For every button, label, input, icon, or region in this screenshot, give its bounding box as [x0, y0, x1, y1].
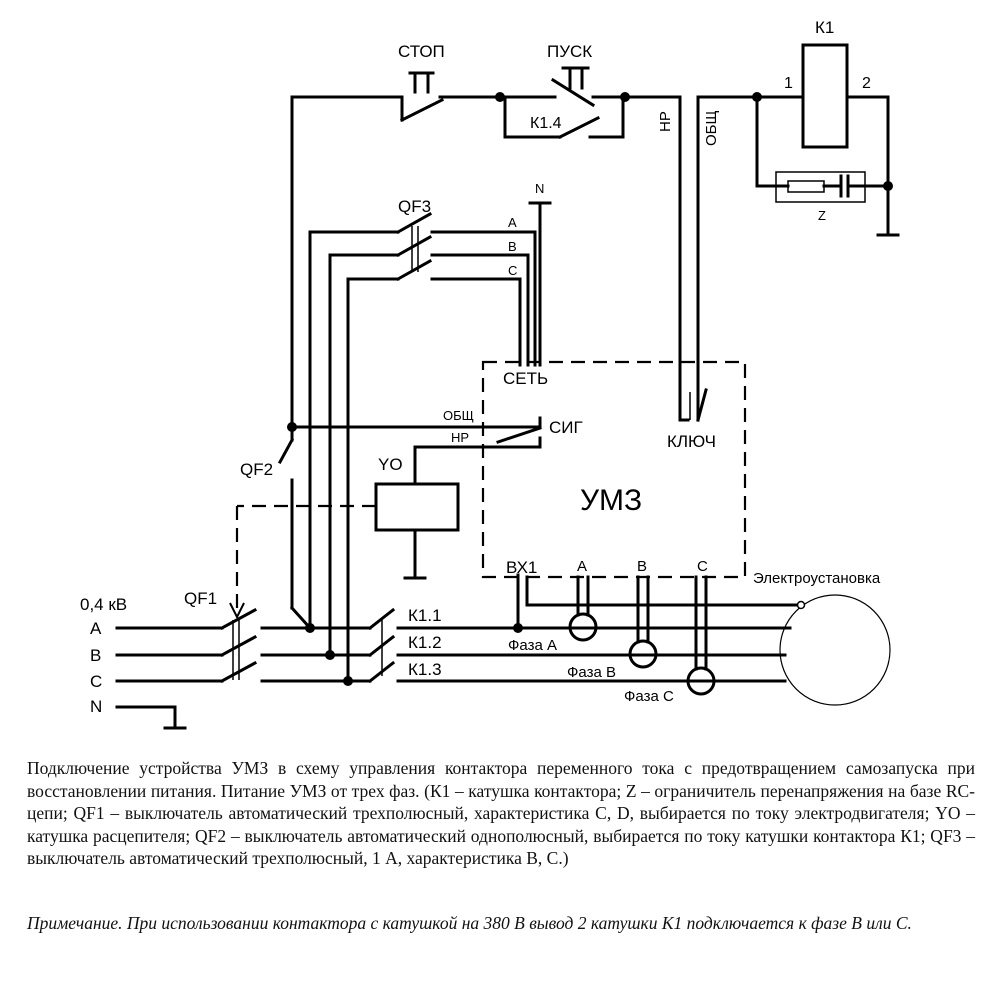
line-b-label: B — [90, 646, 101, 665]
line-a-label: A — [90, 619, 102, 638]
stop-label: СТОП — [398, 42, 445, 61]
figure-caption: Подключение устройства УМЗ в схему управ… — [27, 758, 975, 868]
qf3-breaker — [308, 211, 524, 282]
line-c-label: C — [90, 672, 102, 691]
node-dot — [287, 422, 297, 432]
k1-coil — [755, 43, 900, 237]
coil-pin-2-label: 2 — [862, 75, 871, 92]
qf3-label: QF3 — [398, 197, 431, 216]
node-dot — [883, 181, 893, 191]
installation-label: Электроустановка — [753, 570, 881, 587]
start-button-contact — [498, 66, 627, 108]
terminal-point — [796, 600, 806, 610]
np-sig-label: НР — [451, 430, 469, 445]
k1-4-contact — [503, 95, 625, 140]
voltage-label: 0,4 кВ — [80, 595, 127, 614]
node-dot — [495, 92, 505, 102]
obsh-sig-label: ОБЩ — [443, 408, 474, 423]
z-label: Z — [818, 208, 826, 223]
key-label: КЛЮЧ — [667, 432, 716, 451]
electrical-installation-motor — [779, 594, 891, 706]
umz-label: УМЗ — [580, 484, 642, 517]
ct-c-label: C — [697, 558, 708, 575]
trip-arrow — [229, 602, 245, 620]
coil-pin-1-label: 1 — [784, 75, 793, 92]
set-label: СЕТЬ — [503, 369, 548, 388]
figure-note: Примечание. При использовании контактора… — [27, 913, 912, 933]
np-vertical-label: НР — [657, 111, 674, 132]
node-dot — [513, 623, 523, 633]
yo-label: YO — [378, 455, 403, 474]
qf1-breaker — [115, 607, 372, 684]
n-top-label: N — [535, 181, 544, 196]
qf2-label: QF2 — [240, 460, 273, 479]
k1-4-label: К1.4 — [530, 115, 562, 132]
stop-button-contact — [290, 71, 502, 442]
ct-b-label: B — [637, 558, 647, 575]
obsh-vertical-label: ОБЩ — [703, 110, 720, 146]
k1-3-label: К1.3 — [408, 660, 442, 679]
qf3-phase-c-label: C — [508, 263, 517, 278]
start-label: ПУСК — [547, 42, 592, 61]
qf3-phase-a-label: A — [508, 215, 517, 230]
qf3-phase-b-label: B — [508, 239, 517, 254]
k1-coil-label: К1 — [815, 18, 834, 37]
z-rc-limiter — [755, 95, 890, 203]
vx1-label: ВХ1 — [506, 558, 537, 577]
phase-b-label: Фаза В — [567, 664, 616, 681]
phase-c-label: Фаза С — [624, 688, 674, 705]
wiring-diagram: СТОП ПУСК К1.4 НР ОБЩ К1 1 2 — [80, 18, 900, 730]
umz-device-box — [481, 360, 747, 579]
k1-2-label: К1.2 — [408, 633, 442, 652]
k1-main-contacts — [367, 607, 792, 684]
phase-a-label: Фаза А — [508, 637, 557, 654]
line-n-label: N — [90, 697, 102, 716]
node-dot — [305, 623, 315, 633]
node-dot — [325, 650, 335, 660]
qf1-label: QF1 — [184, 589, 217, 608]
k1-1-label: К1.1 — [408, 606, 442, 625]
sig-label: СИГ — [549, 418, 583, 437]
ct-a-label: A — [577, 558, 587, 575]
node-dot — [343, 676, 353, 686]
